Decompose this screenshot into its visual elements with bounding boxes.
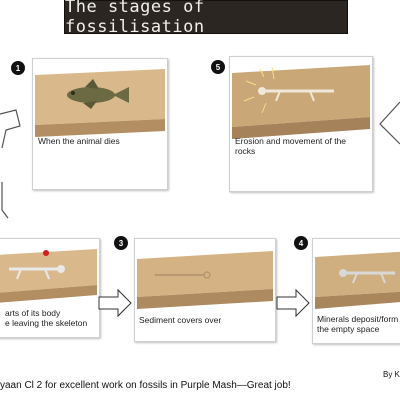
stage-4-number: 4	[294, 236, 308, 250]
title-banner: The stages of fossilisation	[64, 0, 348, 37]
stage-1-illustration	[35, 69, 165, 137]
byline: By K	[383, 370, 400, 379]
stage-3-caption: Sediment covers over	[139, 315, 222, 325]
stage-3-panel: Sediment covers over	[134, 238, 276, 342]
exposure-glow-rays-icon	[243, 66, 275, 114]
arrow-right-icon	[98, 288, 132, 318]
stage-4-illustration	[315, 251, 400, 309]
page-title: The stages of fossilisation	[65, 0, 205, 37]
stage-2-illustration	[0, 249, 97, 303]
footer-message: yaan Cl 2 for excellent work on fossils …	[0, 380, 291, 391]
stage-4-panel: Minerals deposit/form the empty space	[312, 238, 400, 344]
stage-2-caption: arts of its body e leaving the skeleton	[5, 308, 88, 328]
stage-5-number: 5	[211, 60, 225, 74]
skeleton-fossil-icon	[258, 87, 334, 102]
stage-5-caption: Erosion and movement of the rocks	[235, 136, 347, 156]
stage-5-panel: Erosion and movement of the rocks	[229, 56, 373, 192]
stage-1-panel: When the animal dies	[32, 58, 168, 190]
mineralised-skeleton-icon	[339, 269, 395, 284]
stage-1-number: 1	[11, 61, 25, 75]
buried-skeleton-icon	[155, 271, 211, 279]
left-vertical-arrow-fragment-icon	[1, 182, 9, 219]
stage-1-caption: When the animal dies	[38, 136, 120, 146]
stage-3-number: 3	[114, 236, 128, 250]
fish-fossil-icon	[67, 79, 129, 109]
stage-2-panel: arts of its body e leaving the skeleton	[0, 238, 100, 338]
left-arrow-fragment-icon	[0, 109, 21, 149]
stage-4-caption: Minerals deposit/form the empty space	[317, 314, 399, 334]
red-dot-marker	[43, 250, 49, 256]
stage-5-illustration	[232, 65, 370, 139]
skeleton-icon	[9, 265, 65, 280]
right-arrow-fragment-icon	[379, 101, 400, 145]
arrow-right-icon	[276, 288, 310, 318]
stage-3-illustration	[137, 251, 273, 309]
